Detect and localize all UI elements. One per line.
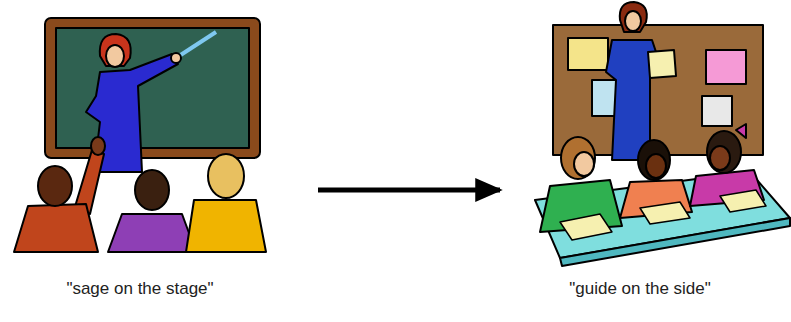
- chalkboard: [45, 18, 260, 158]
- chalkboard: [45, 18, 260, 158]
- paper: [640, 202, 690, 224]
- student: [736, 124, 746, 138]
- cork-board: [706, 50, 746, 84]
- student: [561, 137, 595, 179]
- student: [135, 170, 169, 210]
- student: [186, 200, 266, 252]
- caption-group: "sage on the stage": [15, 278, 265, 300]
- caption-group: "guide on the side": [515, 278, 765, 300]
- lecturing-teacher: [86, 54, 178, 172]
- guiding-teacher: [620, 2, 647, 32]
- student: [574, 152, 594, 176]
- lecturing-teacher: [106, 45, 124, 67]
- chalkboard: [56, 28, 249, 148]
- student: [108, 214, 196, 252]
- student-raising-hand: [91, 137, 105, 155]
- lecturing-teacher: [100, 34, 131, 66]
- student-raising-hand: [14, 204, 98, 252]
- paper: [560, 190, 766, 240]
- lecturing-teacher: [176, 32, 216, 58]
- transition-arrow: [318, 188, 500, 193]
- student: [710, 146, 730, 170]
- cork-board: [568, 38, 608, 70]
- paper: [560, 214, 612, 240]
- student: [186, 154, 266, 252]
- illustration-panel: "sage on the stage": [0, 58, 318, 322]
- caption-text: "guide on the side": [515, 278, 765, 300]
- lecturing-teacher: [171, 53, 181, 63]
- student-raising-hand: [14, 137, 105, 252]
- student: [208, 154, 244, 198]
- illustration-panel: "guide on the side": [500, 58, 791, 322]
- guiding-teacher: [625, 11, 641, 31]
- student: [108, 170, 196, 252]
- student: [646, 154, 666, 178]
- paper: [720, 190, 766, 212]
- guiding-teacher: [606, 2, 676, 160]
- student-raising-hand: [38, 166, 72, 206]
- student: [638, 140, 670, 180]
- lecturing-teacher: [86, 32, 216, 172]
- guiding-teacher: [648, 50, 676, 78]
- cork-board: [702, 96, 732, 126]
- caption-text: "sage on the stage": [15, 278, 265, 300]
- student: [707, 131, 741, 173]
